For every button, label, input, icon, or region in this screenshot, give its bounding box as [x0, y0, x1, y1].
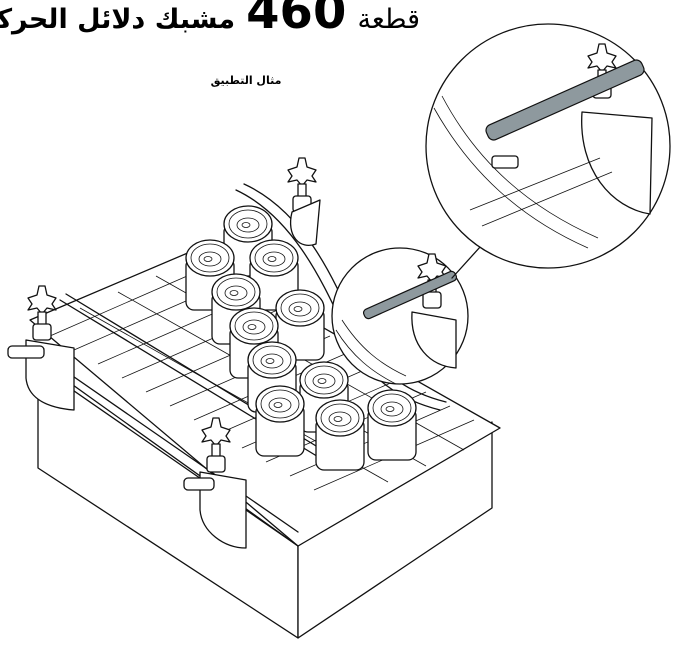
detail-circle-icon	[425, 23, 671, 269]
clamp-front	[183, 417, 247, 549]
title: قطعة 460 مشبك دلائل الحركة	[0, 0, 420, 44]
title-word: قطعة	[357, 4, 420, 35]
zoom-circle-icon	[331, 247, 469, 385]
clamp-top	[287, 157, 321, 246]
clamp-left	[7, 285, 75, 411]
title-number: 460	[246, 0, 347, 40]
title-name: مشبك دلائل الحركة	[0, 4, 236, 35]
subtitle: مثال التطبيق	[210, 74, 282, 87]
